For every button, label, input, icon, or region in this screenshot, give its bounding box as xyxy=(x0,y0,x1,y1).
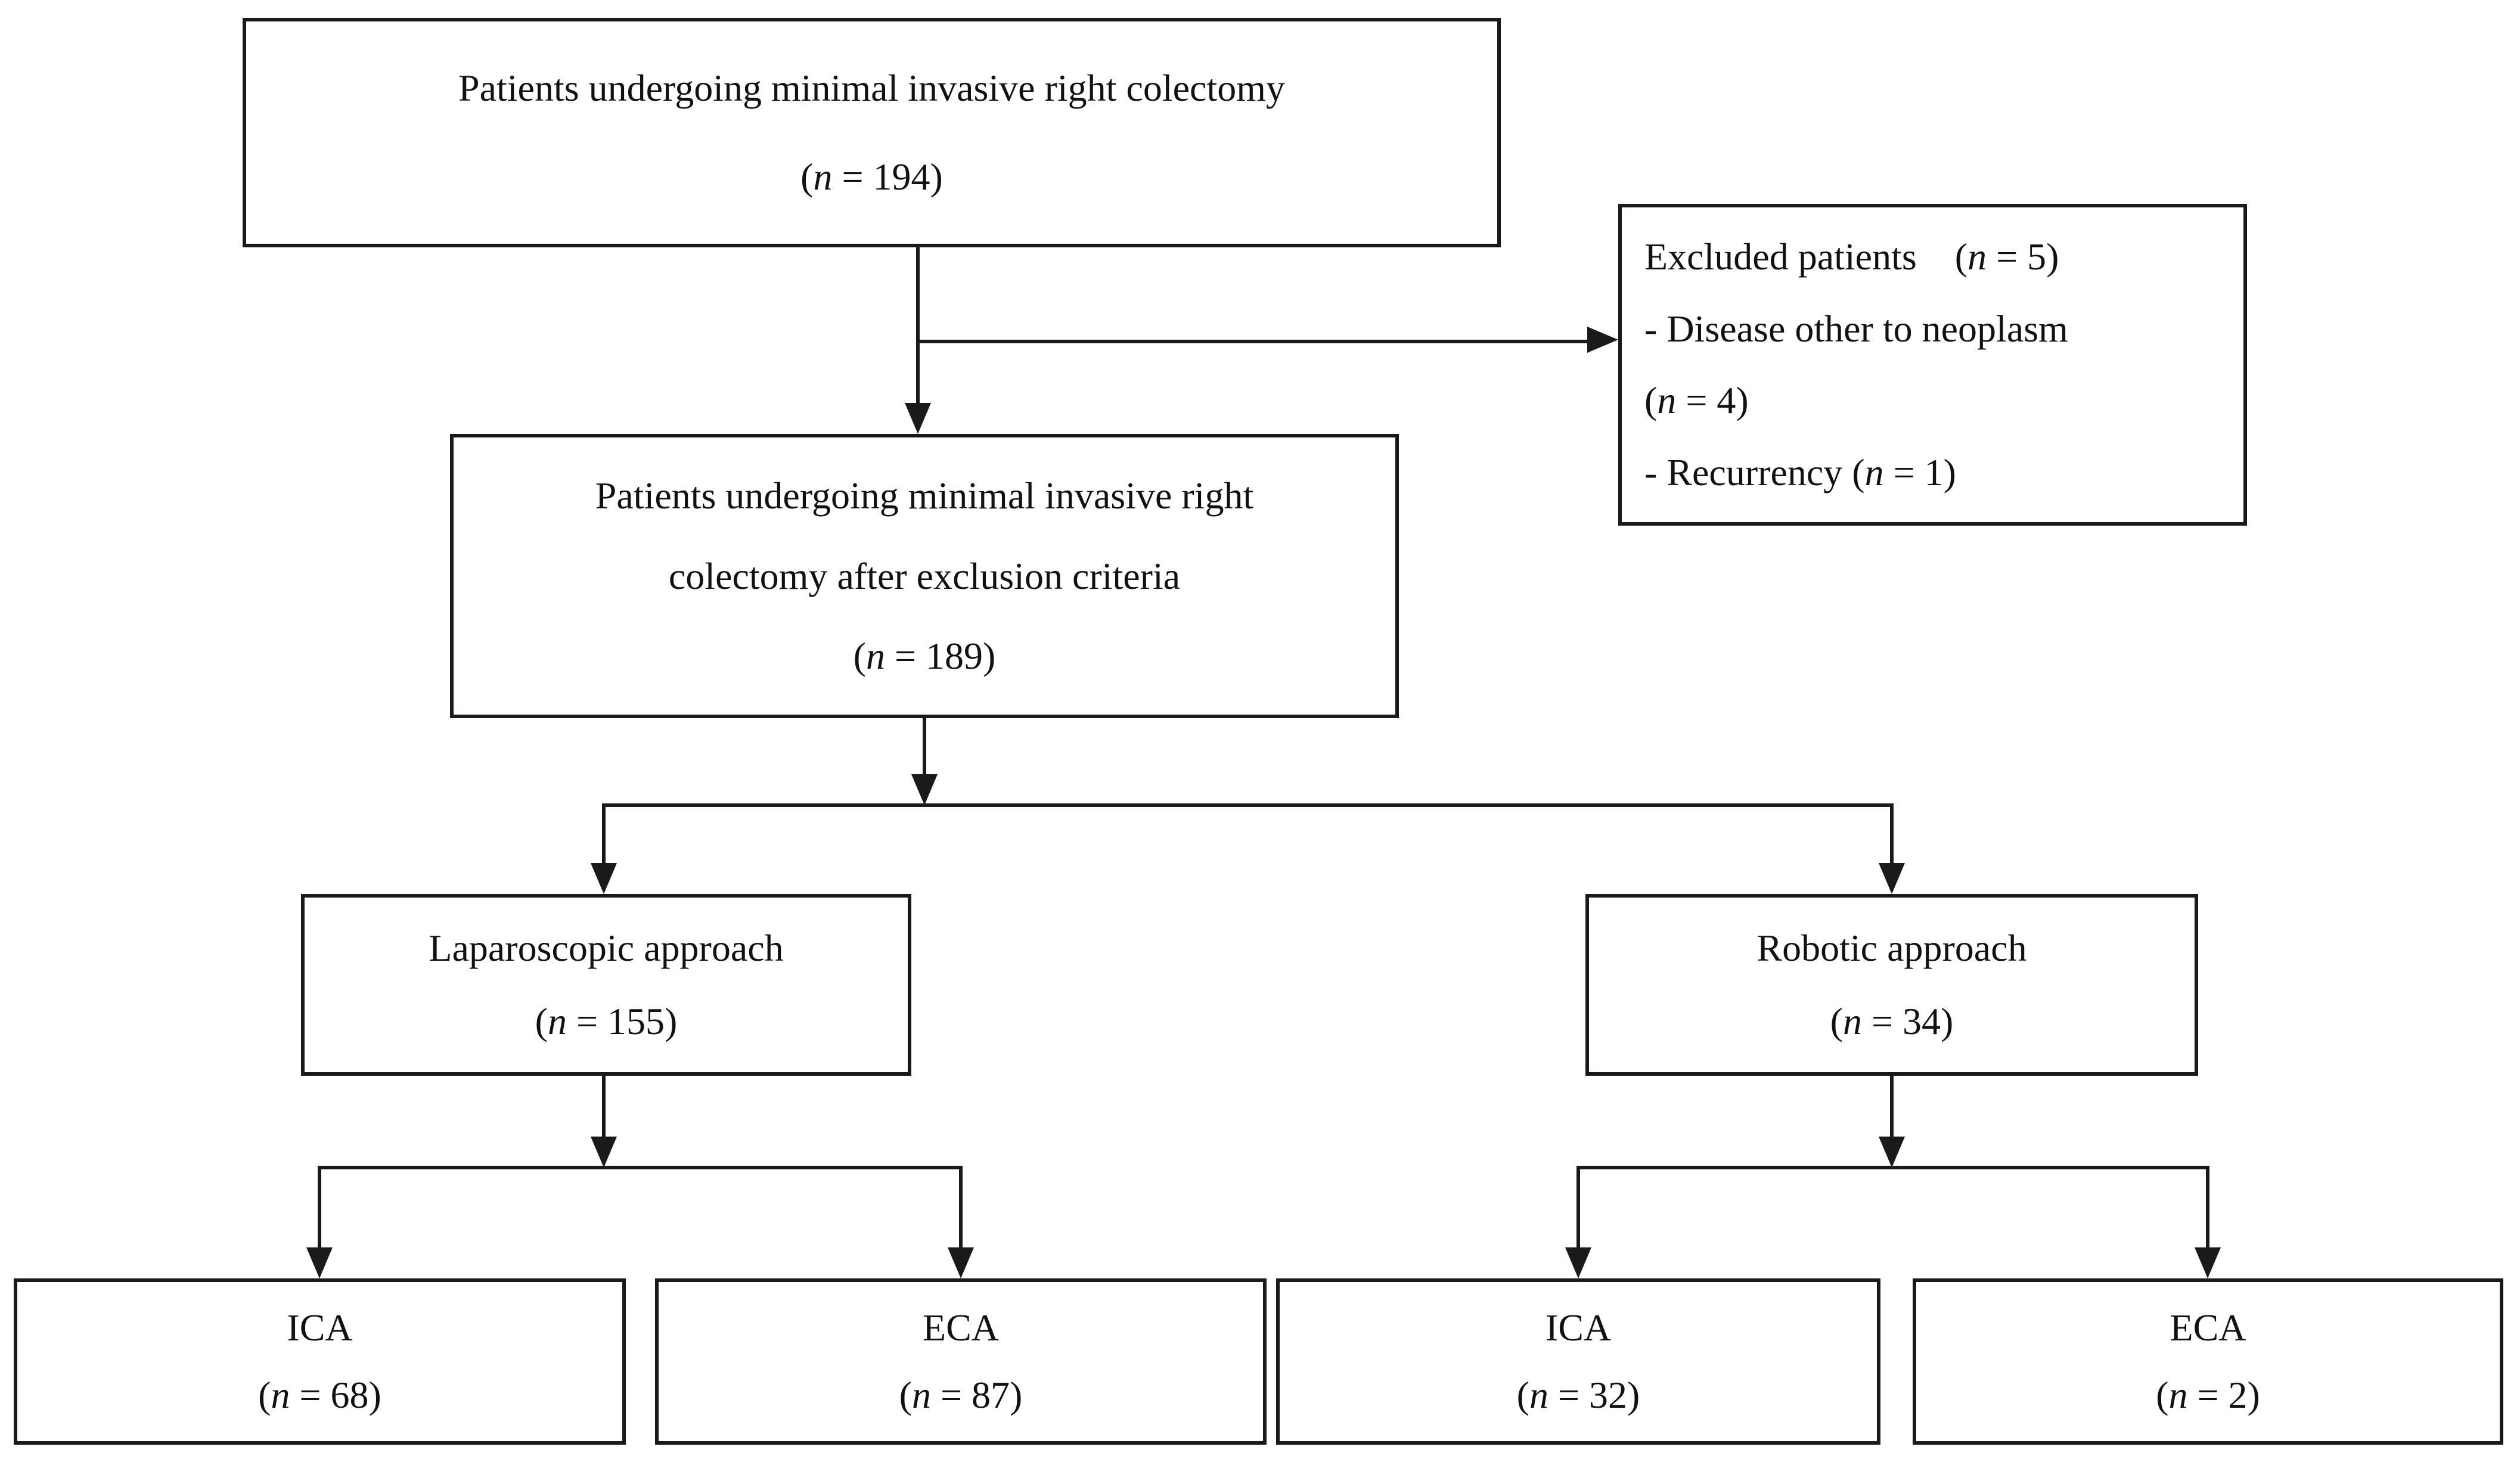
connector-laparoscopic-stem-line xyxy=(602,1076,606,1139)
arrowhead-down-at-robotic-split-icon xyxy=(1879,1137,1905,1168)
connector-after-exclusion-stem-line xyxy=(923,718,926,777)
node-ica-laparoscopic: ICA (n = 68) xyxy=(14,1278,626,1445)
connector-drop-to-robotic-line xyxy=(1890,803,1894,865)
node-after-exclusion: Patients undergoing minimal invasive rig… xyxy=(450,434,1399,718)
arrowhead-down-into-ica-laparoscopic-icon xyxy=(306,1247,333,1278)
node-count: (n = 189) xyxy=(853,635,996,678)
node-count: (n = 87) xyxy=(899,1374,1023,1417)
connector-drop-to-ica-robotic-line xyxy=(1576,1166,1580,1249)
connector-drop-to-laparoscopic-line xyxy=(602,803,606,865)
excluded-line-4: - Recurrency (n = 1) xyxy=(1644,451,1956,493)
excluded-line-2: - Disease other to neoplasm xyxy=(1644,307,2068,350)
node-count: (n = 2) xyxy=(2156,1374,2260,1417)
arrowhead-down-at-laparoscopic-split-icon xyxy=(591,1137,617,1168)
node-count: (n = 68) xyxy=(258,1374,381,1417)
node-label: ICA xyxy=(287,1306,353,1349)
arrowhead-down-at-approach-split-icon xyxy=(911,774,938,805)
node-count: (n = 34) xyxy=(1830,999,1954,1042)
excluded-line-1: Excluded patients (n = 5) xyxy=(1644,235,2059,278)
arrowhead-down-into-laparoscopic-icon xyxy=(591,863,617,894)
node-label-line1: Patients undergoing minimal invasive rig… xyxy=(595,474,1254,517)
node-count: (n = 194) xyxy=(800,156,943,198)
node-eca-robotic: ECA (n = 2) xyxy=(1913,1278,2503,1445)
node-ica-robotic: ICA (n = 32) xyxy=(1276,1278,1880,1445)
arrowhead-down-into-ica-robotic-icon xyxy=(1565,1247,1591,1278)
node-label: Patients undergoing minimal invasive rig… xyxy=(458,67,1286,109)
node-label: Robotic approach xyxy=(1756,927,2027,970)
node-eca-laparoscopic: ECA (n = 87) xyxy=(655,1278,1267,1445)
node-laparoscopic: Laparoscopic approach (n = 155) xyxy=(301,894,911,1076)
node-label: Laparoscopic approach xyxy=(429,927,784,970)
node-count: (n = 32) xyxy=(1516,1374,1640,1417)
connector-robotic-split-line xyxy=(1576,1166,2209,1169)
connector-drop-to-eca-robotic-line xyxy=(2206,1166,2209,1249)
arrowhead-down-into-after-exclusion-icon xyxy=(905,403,931,434)
node-label-line2: colectomy after exclusion criteria xyxy=(668,554,1181,597)
connector-approach-split-line xyxy=(602,803,1894,807)
node-label: ICA xyxy=(1545,1306,1612,1349)
arrowhead-down-into-eca-laparoscopic-icon xyxy=(948,1247,974,1278)
arrowhead-down-into-robotic-icon xyxy=(1879,863,1905,894)
connector-robotic-stem-line xyxy=(1890,1076,1894,1139)
node-count: (n = 155) xyxy=(535,999,678,1042)
node-label: ECA xyxy=(923,1306,999,1349)
connector-branch-to-excluded-line xyxy=(916,340,1590,343)
connector-screened-to-after-exclusion-line xyxy=(916,247,920,405)
node-robotic: Robotic approach (n = 34) xyxy=(1585,894,2198,1076)
node-excluded: Excluded patients (n = 5) - Disease othe… xyxy=(1618,204,2247,526)
arrowhead-right-into-excluded-icon xyxy=(1587,327,1618,353)
arrowhead-down-into-eca-robotic-icon xyxy=(2195,1247,2221,1278)
node-label: ECA xyxy=(2170,1306,2246,1349)
connector-laparoscopic-split-line xyxy=(318,1166,963,1169)
connector-drop-to-eca-laparoscopic-line xyxy=(959,1166,963,1249)
connector-drop-to-ica-laparoscopic-line xyxy=(318,1166,321,1249)
excluded-line-3: (n = 4) xyxy=(1644,379,1749,422)
node-screened: Patients undergoing minimal invasive rig… xyxy=(243,18,1501,247)
